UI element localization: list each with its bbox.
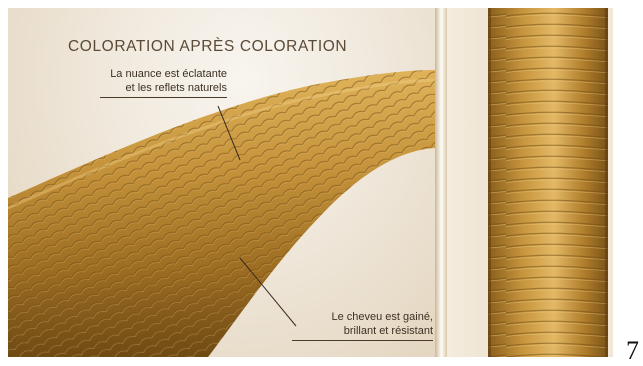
annotation-top-line2: et les reflets naturels (126, 82, 228, 95)
annotation-bottom-line2: brillant et résistant (344, 325, 433, 338)
annotation-bottom-line1: Le cheveu est gainé, (331, 311, 433, 324)
page-number: 7 (626, 336, 639, 366)
vertical-hair-strand (488, 8, 608, 357)
annotation-top-line1: La nuance est éclatante (110, 68, 227, 81)
slide-title: COLORATION APRÈS COLORATION (68, 38, 347, 56)
hair-illustration (8, 8, 613, 357)
annotation-bottom-underline (292, 340, 433, 341)
illustration-frame: COLORATION APRÈS COLORATION La nuance es… (8, 8, 613, 357)
annotation-top-underline (100, 97, 227, 98)
